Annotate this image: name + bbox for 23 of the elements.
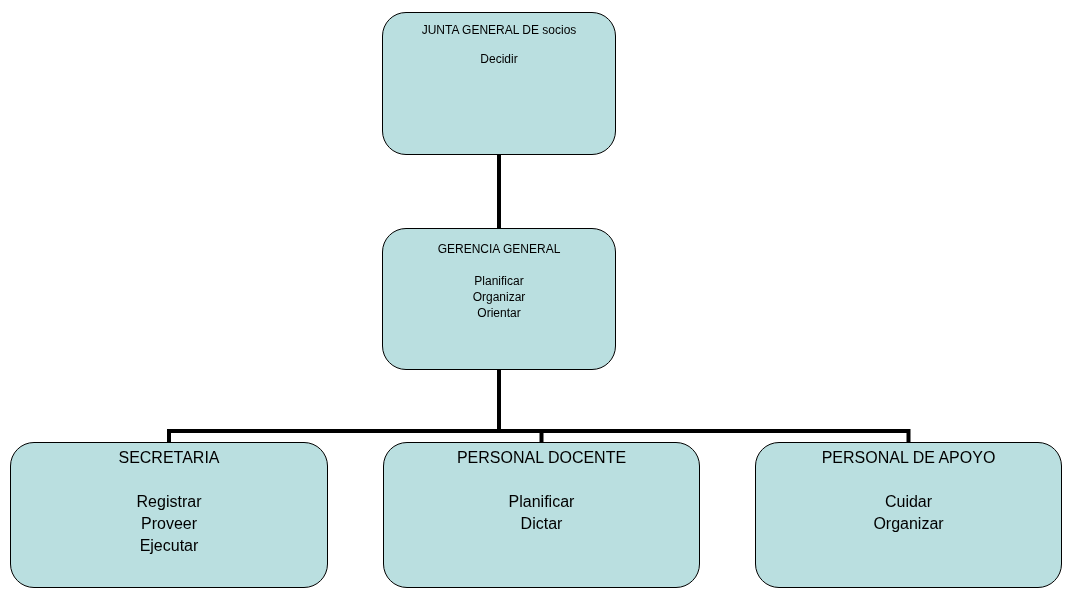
duty-text: Registrar — [136, 492, 202, 512]
role-title: SECRETARIA — [118, 448, 220, 468]
duty-text: Organizar — [873, 514, 944, 534]
duty-text: Dictar — [520, 514, 563, 534]
role-title: PERSONAL DOCENTE — [456, 448, 627, 468]
duty-text: Ejecutar — [139, 536, 199, 556]
role-title: GERENCIA GENERAL — [437, 241, 561, 257]
role-title: JUNTA GENERAL DE socios — [421, 23, 577, 38]
duty-text: Planificar — [508, 492, 575, 512]
role-title: PERSONAL DE APOYO — [821, 448, 996, 468]
org-box — [382, 228, 616, 370]
connector-line — [497, 155, 501, 228]
duty-text: Decidir — [480, 52, 518, 67]
org-box — [383, 442, 700, 588]
org-box — [382, 12, 616, 155]
duty-text: Proveer — [141, 514, 197, 534]
org-box — [755, 442, 1062, 588]
duty-text: Orientar — [477, 305, 521, 321]
org-box — [10, 442, 328, 588]
duty-text: Organizar — [472, 289, 526, 305]
duty-text: Cuidar — [884, 492, 933, 512]
duty-text: Planificar — [474, 273, 524, 289]
connector-line — [497, 370, 911, 442]
